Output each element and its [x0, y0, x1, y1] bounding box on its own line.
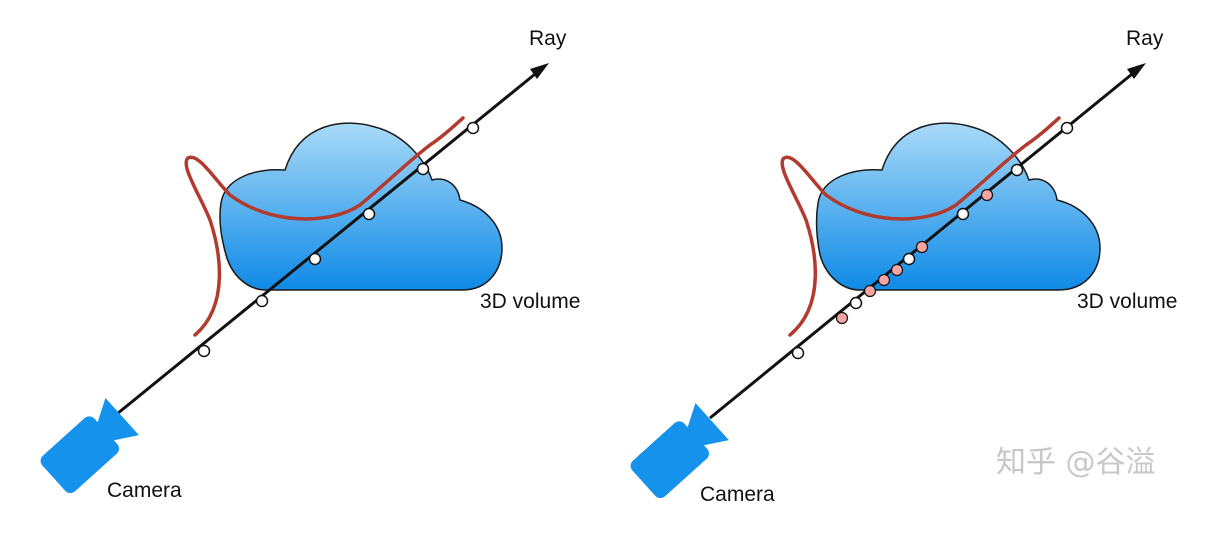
density-curve — [184, 116, 465, 337]
sample-point — [1060, 121, 1074, 135]
coarse-samples — [791, 121, 1074, 360]
sample-point — [416, 162, 430, 176]
panel-uniform-sampling: Ray 3D volume Camera — [40, 27, 580, 502]
watermark-text: 知乎 @谷溢 — [996, 445, 1156, 480]
cloud-volume-icon — [219, 122, 503, 291]
fine-samples — [835, 188, 994, 325]
ray-label: Ray — [1126, 27, 1164, 50]
cloud-volume-icon — [815, 122, 1101, 291]
camera-label: Camera — [107, 479, 182, 502]
sample-point-fine — [890, 263, 904, 277]
sample-point — [466, 121, 480, 135]
video-camera-icon — [630, 402, 729, 499]
sample-point-fine — [877, 273, 891, 287]
sample-point — [362, 207, 376, 221]
ray-label: Ray — [529, 27, 567, 50]
sample-point — [197, 344, 211, 358]
sample-point — [255, 294, 269, 308]
density-curve — [780, 116, 1061, 337]
sample-point — [956, 207, 970, 221]
sample-point-fine — [863, 284, 877, 298]
volume-label: 3D volume — [1077, 290, 1177, 313]
arrow-head-icon — [1127, 63, 1146, 79]
video-camera-icon — [40, 397, 139, 494]
sample-point — [902, 252, 916, 266]
sample-point — [1010, 163, 1024, 177]
sample-point-fine — [835, 311, 849, 325]
arrow-head-icon — [530, 63, 549, 79]
sample-point-fine — [915, 240, 929, 254]
coarse-samples — [197, 121, 480, 358]
sample-point — [849, 296, 863, 310]
sample-point — [308, 252, 322, 266]
sample-point — [791, 346, 805, 360]
sample-point-fine — [980, 188, 994, 202]
panel-importance-sampling: Ray 3D volume Camera — [630, 27, 1177, 506]
volume-label: 3D volume — [480, 290, 580, 313]
camera-label: Camera — [700, 483, 775, 506]
